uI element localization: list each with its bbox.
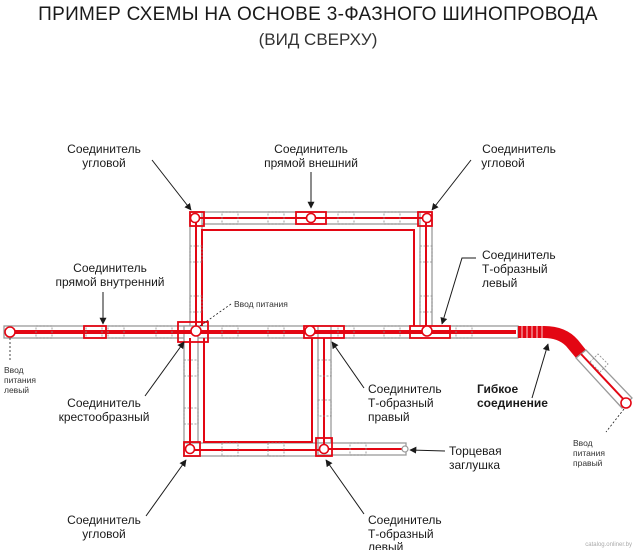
label-corner-top-left: Соединитель угловой <box>67 142 141 170</box>
label-line: Соединитель <box>482 248 556 262</box>
flexible-connection <box>518 326 586 358</box>
end-cap-marker <box>401 445 409 453</box>
power-feed-left-cap <box>4 326 16 338</box>
label-line: Т-образный <box>368 527 434 541</box>
label-line: Соединитель <box>274 142 348 156</box>
power-feed-right-cap <box>620 397 632 409</box>
label-straight-outer: Соединитель прямой внешний <box>264 142 358 170</box>
node-markers <box>4 212 433 455</box>
label-line: Т-образный <box>482 262 548 276</box>
label-line: Соединитель <box>368 513 442 527</box>
label-line: Т-образный <box>368 396 434 410</box>
label-corner-top-right: Соединитель угловой <box>481 142 556 170</box>
corner-connector-bottom <box>183 441 201 457</box>
label-cross: Соединитель крестообразный <box>59 396 150 424</box>
straight-connector-outer <box>295 211 327 225</box>
label-t-right: Соединитель Т-образный правый <box>368 382 442 424</box>
rail-joints <box>35 211 473 457</box>
label-line: крестообразный <box>59 410 150 424</box>
label-line: Соединитель <box>67 396 141 410</box>
label-line: левый <box>482 276 517 290</box>
label-line: угловой <box>481 156 525 170</box>
t-connector-right <box>303 325 345 339</box>
diagram-title: ПРИМЕР СХЕМЫ НА ОСНОВЕ 3-ФАЗНОГО ШИНОПРО… <box>38 4 598 25</box>
label-line: Торцевая <box>449 444 502 458</box>
label-line: питания <box>4 375 36 385</box>
label-flexible: Гибкое соединение <box>477 382 548 410</box>
label-line: Соединитель <box>67 513 141 527</box>
label-straight-inner: Соединитель прямой внутренний <box>55 261 164 289</box>
cross-connector <box>177 321 209 343</box>
label-end-cap: Торцевая заглушка <box>449 444 502 472</box>
label-power-feed: Ввод питания <box>234 299 288 309</box>
label-line: Ввод <box>573 438 593 448</box>
label-power-left: Ввод питания левый <box>4 365 36 395</box>
label-t-left-lower: Соединитель Т-образный левый <box>368 513 442 550</box>
label-line: угловой <box>82 156 126 170</box>
label-line: соединение <box>477 396 548 410</box>
label-power-right: Ввод питания правый <box>573 438 605 468</box>
label-t-left-upper: Соединитель Т-образный левый <box>482 248 556 290</box>
label-line: левый <box>368 540 403 550</box>
label-line: Соединитель <box>482 142 556 156</box>
label-line: Соединитель <box>67 142 141 156</box>
label-line: Соединитель <box>368 382 442 396</box>
straight-connector-inner <box>83 325 107 339</box>
t-connector-left-lower <box>315 437 333 457</box>
label-line: Ввод <box>4 365 24 375</box>
label-line: правый <box>573 458 603 468</box>
rail-diagonal <box>575 349 633 409</box>
label-line: заглушка <box>449 458 500 472</box>
label-line: прямой внешний <box>264 156 358 170</box>
label-corner-bottom: Соединитель угловой <box>67 513 141 541</box>
label-line: левый <box>4 385 29 395</box>
label-line: угловой <box>82 527 126 541</box>
label-line: питания <box>573 448 605 458</box>
label-line: Гибкое <box>477 382 518 396</box>
label-line: Соединитель <box>73 261 147 275</box>
diagram-subtitle: (ВИД СВЕРХУ) <box>258 30 378 49</box>
label-line: правый <box>368 410 410 424</box>
connectors <box>83 211 451 457</box>
t-connector-left-upper <box>409 325 451 339</box>
label-line: прямой внутренний <box>55 275 164 289</box>
watermark: catalog.onliner.by <box>585 542 632 548</box>
